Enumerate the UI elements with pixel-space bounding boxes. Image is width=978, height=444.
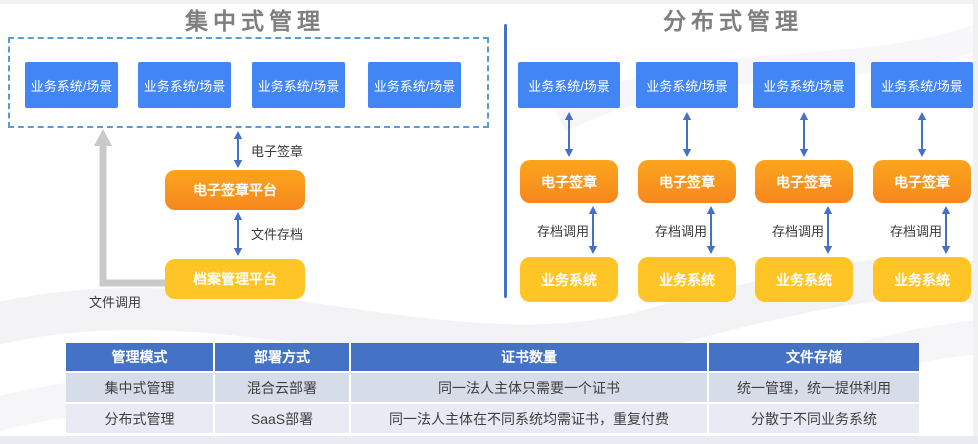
esign-box: 电子签章 xyxy=(520,160,618,203)
table-header-cell: 文件存储 xyxy=(709,343,919,371)
table-cell: 统一管理，统一提供利用 xyxy=(709,373,919,402)
table-cell: 同一法人主体在不同系统均需证书，重复付费 xyxy=(351,404,707,433)
archive-call-label: 存档调用 xyxy=(654,224,707,239)
table-cell: 分散于不同业务系统 xyxy=(709,404,919,433)
double-arrow-icon xyxy=(564,112,574,157)
distributed-column: 业务系统/场景 电子签章 存档调用 业务系统 xyxy=(636,0,738,444)
double-arrow-icon xyxy=(233,131,243,168)
comparison-table: 管理模式 部署方式 证书数量 文件存储 集中式管理 混合云部署 同一法人主体只需… xyxy=(66,343,919,433)
scenario-box: 业务系统/场景 xyxy=(871,62,973,108)
business-system-box: 业务系统 xyxy=(638,257,736,302)
table-cell: 分布式管理 xyxy=(66,404,213,433)
archive-call-label: 存档调用 xyxy=(536,224,589,239)
business-system-box: 业务系统 xyxy=(755,257,853,302)
double-arrow-icon xyxy=(233,212,243,256)
table-cell: 混合云部署 xyxy=(215,373,349,402)
table-header-cell: 证书数量 xyxy=(351,343,707,371)
distributed-title: 分布式管理 xyxy=(663,8,803,34)
table-header-cell: 管理模式 xyxy=(66,343,213,371)
business-system-box: 业务系统 xyxy=(520,257,618,302)
top-edge-strip xyxy=(0,0,978,4)
archive-arrow-label: 文件存档 xyxy=(251,227,304,242)
esign-box: 电子签章 xyxy=(873,160,971,203)
double-arrow-icon xyxy=(588,206,598,254)
distributed-column: 业务系统/场景 电子签章 存档调用 业务系统 xyxy=(871,0,973,444)
double-arrow-icon xyxy=(941,206,951,254)
table-cell: SaaS部署 xyxy=(215,404,349,433)
table-cell: 同一法人主体只需要一个证书 xyxy=(351,373,707,402)
scenario-group-dashed-frame xyxy=(8,37,489,128)
double-arrow-icon xyxy=(706,206,716,254)
scenario-box: 业务系统/场景 xyxy=(25,62,118,108)
archive-call-label: 存档调用 xyxy=(889,224,942,239)
scenario-box: 业务系统/场景 xyxy=(138,62,231,108)
esign-arrow-label: 电子签章 xyxy=(251,144,304,159)
archive-call-label: 存档调用 xyxy=(771,224,824,239)
centralized-title: 集中式管理 xyxy=(185,8,325,34)
double-arrow-icon xyxy=(799,112,809,157)
archive-platform-box: 档案管理平台 xyxy=(165,259,305,299)
panel-divider xyxy=(504,24,507,298)
esign-platform-box: 电子签章平台 xyxy=(165,170,305,210)
table-cell: 集中式管理 xyxy=(66,373,213,402)
double-arrow-icon xyxy=(823,206,833,254)
bottom-edge-strip xyxy=(0,436,978,444)
table-header-cell: 部署方式 xyxy=(215,343,349,371)
esign-box: 电子签章 xyxy=(638,160,736,203)
double-arrow-icon xyxy=(917,112,927,157)
scenario-box: 业务系统/场景 xyxy=(753,62,855,108)
scenario-box: 业务系统/场景 xyxy=(636,62,738,108)
distributed-column: 业务系统/场景 电子签章 存档调用 业务系统 xyxy=(518,0,620,444)
double-arrow-icon xyxy=(682,112,692,157)
file-call-arrow xyxy=(94,129,172,287)
file-call-label: 文件调用 xyxy=(89,295,142,310)
esign-box: 电子签章 xyxy=(755,160,853,203)
business-system-box: 业务系统 xyxy=(873,257,971,302)
distributed-column: 业务系统/场景 电子签章 存档调用 业务系统 xyxy=(753,0,855,444)
scenario-box: 业务系统/场景 xyxy=(252,62,345,108)
scenario-box: 业务系统/场景 xyxy=(368,62,461,108)
scenario-box: 业务系统/场景 xyxy=(518,62,620,108)
right-edge-strip xyxy=(973,0,978,444)
